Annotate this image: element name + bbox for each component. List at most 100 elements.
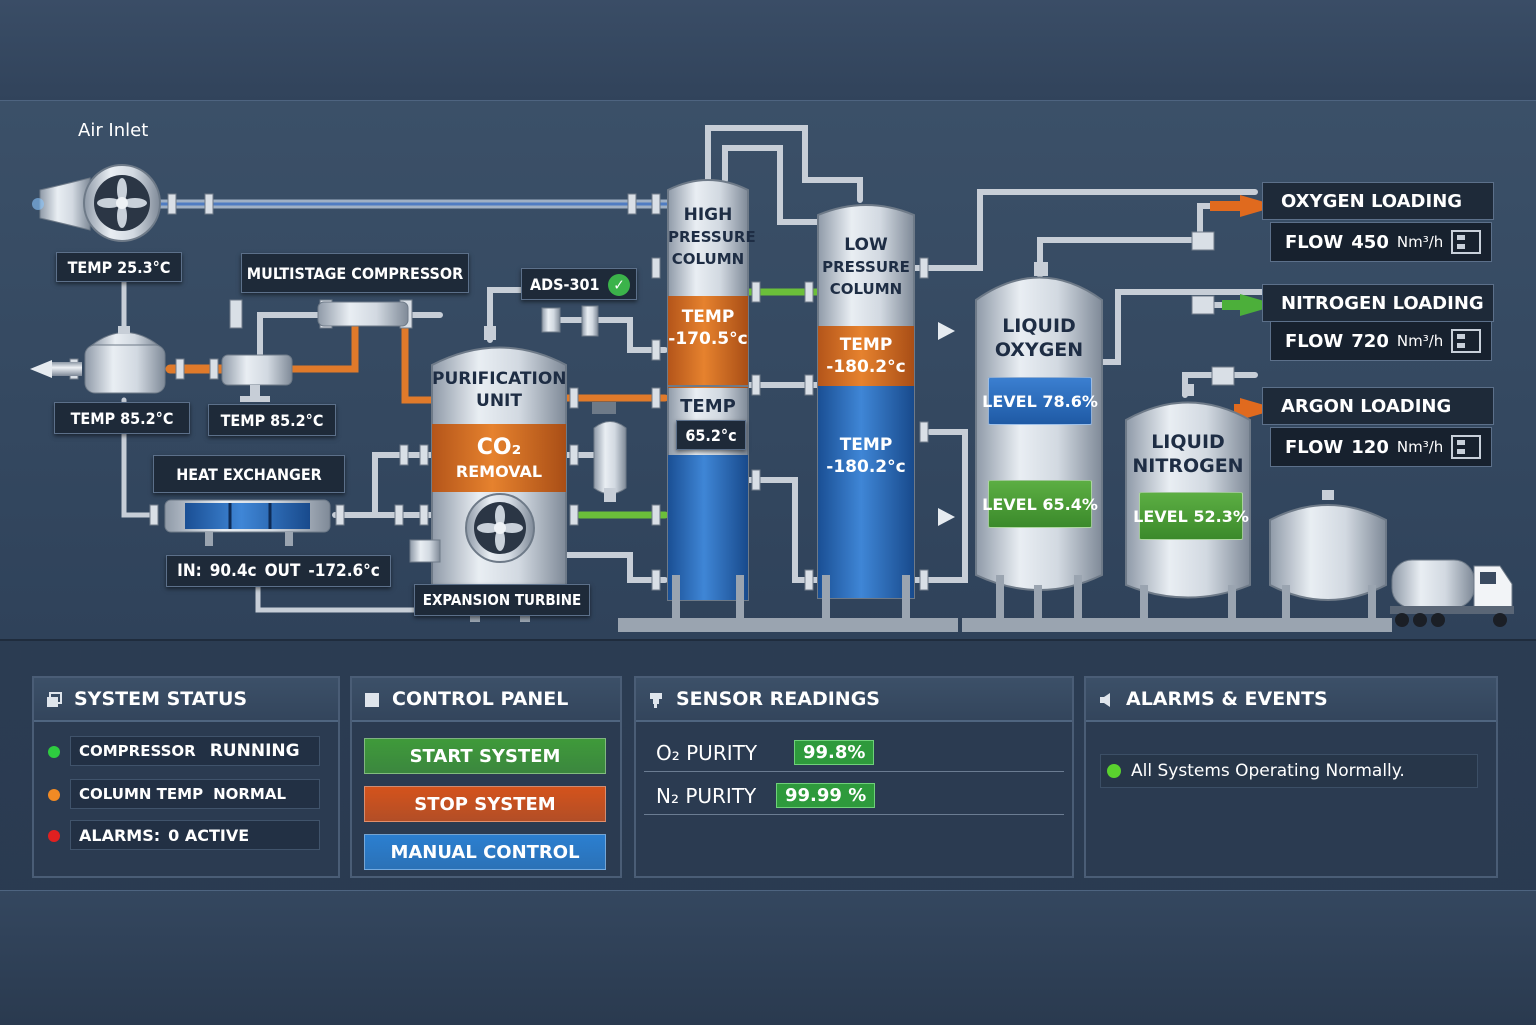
lpc-line1: LOW [844, 235, 888, 255]
compressor-temp-readout-1: TEMP 85.2°C [54, 402, 190, 434]
oxygen-flow-readout[interactable]: FLOW 450 Nm³/h [1270, 222, 1492, 262]
multistage-compressor-label: MULTISTAGE COMPRESSOR [241, 253, 469, 293]
column-temp-status-dot [48, 789, 60, 801]
co2-label: CO₂ [476, 435, 522, 460]
heat-exchanger-label: HEAT EXCHANGER [153, 455, 345, 493]
lpc-temp-upper: TEMP -180.2°c [818, 334, 914, 378]
alarms-status-row: ALARMS: 0 ACTIVE [70, 820, 320, 850]
liquid-oxygen-title: LIQUID OXYGEN [976, 314, 1102, 362]
sensor-readings-panel: SENSOR READINGS O₂ PURITY 99.8% N₂ PURIT… [634, 676, 1074, 878]
high-pressure-column-title: HIGH PRESSURE COLUMN [668, 204, 756, 270]
window-icon [47, 692, 62, 707]
alarms-status-dot [48, 830, 60, 842]
lpc-temp-upper-value: -180.2°c [826, 357, 906, 377]
start-system-button[interactable]: START SYSTEM [364, 738, 606, 774]
co2-removal-band: CO₂ REMOVAL [432, 435, 566, 483]
alarm-event-row[interactable]: All Systems Operating Normally. [1100, 754, 1478, 788]
oxygen-flow-value: 450 [1351, 231, 1389, 253]
lox-line1: LIQUID [1002, 315, 1076, 337]
argon-flow-readout[interactable]: FLOW 120 Nm³/h [1270, 427, 1492, 467]
valve-cluster [541, 305, 627, 502]
hpc-line3: COLUMN [671, 250, 745, 268]
lox-line2: OXYGEN [994, 339, 1084, 361]
lpc-temp-lower-value: -180.2°c [826, 457, 906, 477]
sensor-readings-header: SENSOR READINGS [636, 678, 1072, 722]
lin-line2: NITROGEN [1132, 455, 1244, 477]
low-pressure-column [817, 204, 915, 620]
nitrogen-flow-readout[interactable]: FLOW 720 Nm³/h [1270, 321, 1492, 361]
low-pressure-column-title: LOW PRESSURE COLUMN [818, 234, 914, 300]
ok-status-dot [1107, 764, 1121, 778]
lox-level-b: LEVEL 65.4% [982, 480, 1098, 528]
expansion-turbine-label: EXPANSION TURBINE [414, 584, 590, 616]
storage-platform [962, 618, 1392, 632]
alarms-events-panel: ALARMS & EVENTS All Systems Operating No… [1084, 676, 1498, 878]
lpc-temp-lower-label: TEMP [839, 435, 893, 455]
compressor-stage-1 [30, 326, 166, 394]
tanker-truck-icon [1390, 559, 1514, 627]
nitrogen-flow-value: 720 [1351, 330, 1389, 352]
n2-purity-row: N₂ PURITY 99.99 % [644, 777, 1064, 815]
alarms-status-value: 0 ACTIVE [168, 825, 250, 845]
argon-flow-unit: Nm³/h [1396, 438, 1444, 456]
square-icon [365, 693, 379, 707]
lpc-line2: PRESSURE [822, 258, 910, 276]
purification-unit-title: PURIFICATION UNIT [432, 368, 567, 412]
alarm-event-message: All Systems Operating Normally. [1131, 761, 1405, 781]
hpc-temp-upper-label: TEMP [681, 307, 735, 327]
manual-control-button[interactable]: MANUAL CONTROL [364, 834, 606, 870]
stop-system-button[interactable]: STOP SYSTEM [364, 786, 606, 822]
pipe-flanges [69, 193, 1235, 591]
hpc-line2: PRESSURE [668, 228, 756, 246]
purification-unit-line2: UNIT [476, 391, 522, 411]
lin-level: LEVEL 52.3% [1133, 492, 1249, 540]
argon-loading-label: ARGON LOADING [1262, 387, 1494, 425]
hpc-temp-lower-label: TEMP [680, 396, 736, 417]
heat-exchanger-in-label: IN: [177, 561, 202, 581]
argon-flow-label: FLOW [1285, 436, 1344, 458]
air-inlet-fan [32, 164, 161, 242]
outlet-arrows [938, 195, 1278, 526]
liquid-nitrogen-title: LIQUID NITROGEN [1126, 430, 1250, 478]
heat-exchanger-temps: IN: 90.4c OUT -172.6°c [166, 555, 391, 587]
n2-purity-label: N₂ PURITY [656, 783, 757, 808]
oxygen-loading-label: OXYGEN LOADING [1262, 182, 1494, 220]
system-status-title: SYSTEM STATUS [74, 688, 248, 710]
lin-line1: LIQUID [1151, 431, 1225, 453]
argon-flow-value: 120 [1351, 436, 1389, 458]
alarms-events-header: ALARMS & EVENTS [1086, 678, 1496, 722]
lpc-temp-lower: TEMP -180.2°c [818, 434, 914, 478]
hpc-line1: HIGH [683, 205, 733, 225]
flow-settings-icon[interactable] [1451, 435, 1481, 459]
o2-purity-value: 99.8% [794, 740, 875, 765]
fan-temp-readout: TEMP 25.3°C [56, 252, 182, 282]
lox-level-a: LEVEL 78.6% [982, 377, 1098, 425]
check-icon: ✓ [608, 274, 630, 296]
control-panel: CONTROL PANEL START SYSTEM STOP SYSTEM M… [350, 676, 622, 878]
air-inlet-label: Air Inlet [78, 120, 149, 141]
compressor-status-dot [48, 746, 60, 758]
nitrogen-flow-label: FLOW [1285, 330, 1344, 352]
compressor-temp-readout-2: TEMP 85.2°C [208, 404, 336, 436]
lpc-line3: COLUMN [829, 280, 903, 298]
heat-exchanger-out-label: OUT [264, 561, 301, 581]
column-temp-status-label: COLUMN TEMP [79, 785, 204, 803]
sensor-icon [650, 693, 662, 708]
argon-storage-tank [1269, 490, 1387, 620]
control-panel-header: CONTROL PANEL [352, 678, 620, 722]
top-band [0, 0, 1536, 101]
hpc-temp-upper: TEMP -170.5°c [668, 306, 748, 350]
flow-settings-icon[interactable] [1451, 329, 1481, 353]
nitrogen-loading-label: NITROGEN LOADING [1262, 284, 1494, 322]
flow-settings-icon[interactable] [1451, 230, 1481, 254]
heat-exchanger-unit [164, 499, 331, 546]
speaker-icon [1100, 693, 1110, 707]
compressor-stage-2 [221, 301, 409, 402]
purification-unit-line1: PURIFICATION [432, 369, 567, 389]
system-status-header: SYSTEM STATUS [34, 678, 338, 722]
compressor-status-label: COMPRESSOR [79, 742, 196, 760]
ads-301-label: ADS-301 [530, 274, 600, 294]
oxygen-flow-unit: Nm³/h [1396, 233, 1444, 251]
removal-label: REMOVAL [455, 462, 543, 481]
heat-exchanger-in-value: 90.4c [209, 561, 257, 581]
